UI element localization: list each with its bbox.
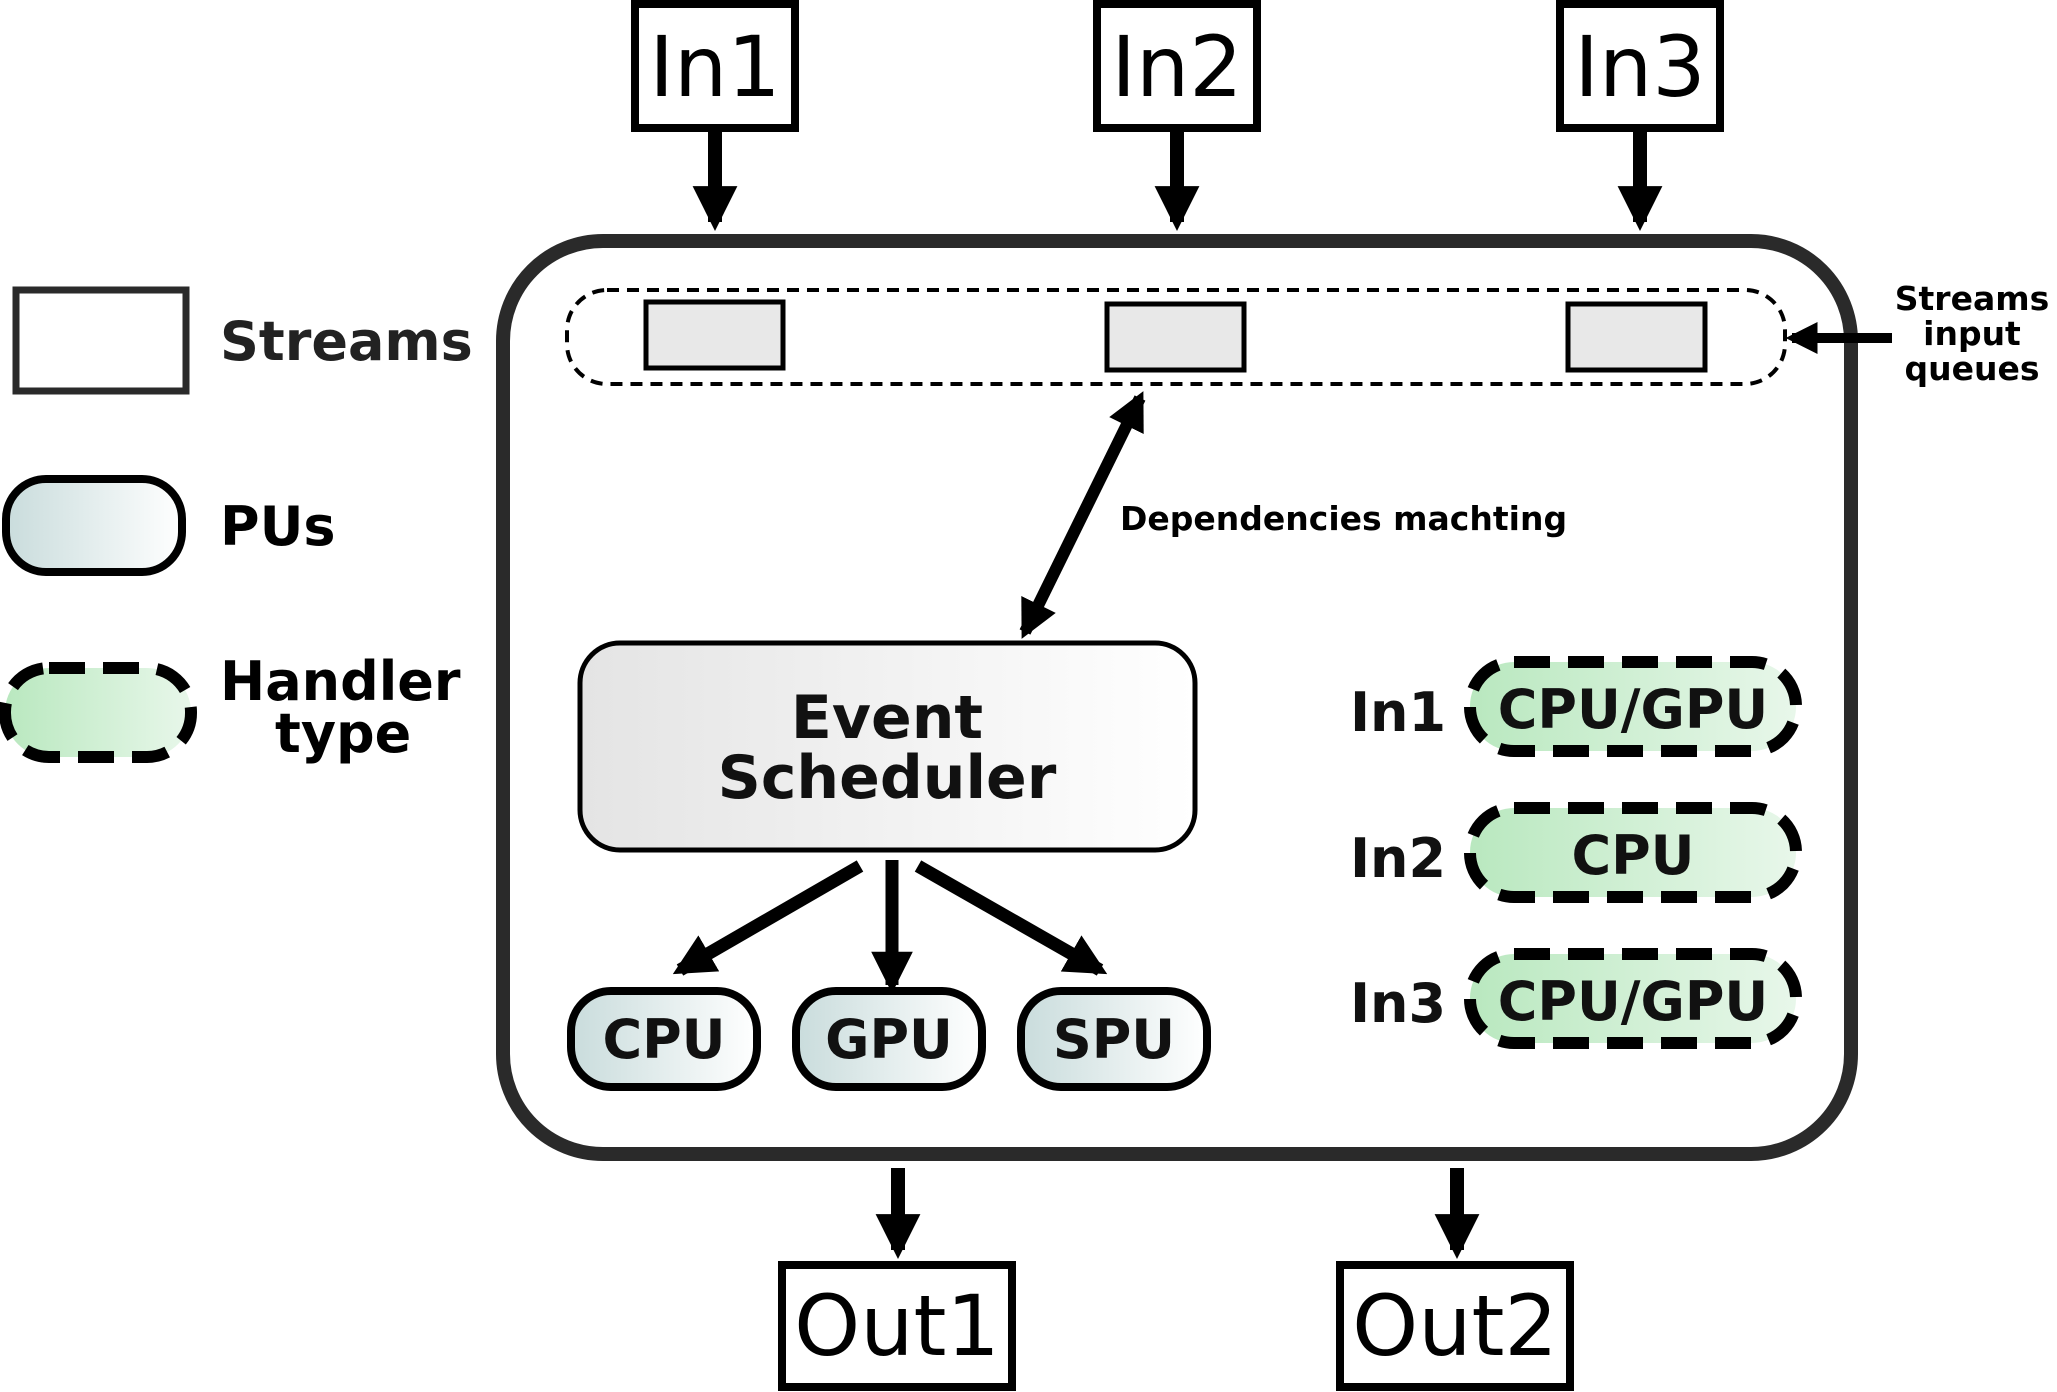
input-box-in3: In3 — [1556, 0, 1724, 132]
scheduler-label-line2: Scheduler — [718, 743, 1057, 813]
queues-label-line2: input — [1923, 314, 2021, 353]
legend: Streams PUs Handler type — [0, 286, 473, 765]
handler-pill-in2 — [1464, 802, 1802, 903]
handler-stream-in2: In2 — [1350, 827, 1446, 890]
input-label-in2: In2 — [1111, 18, 1242, 116]
input-box-in2: In2 — [1093, 0, 1261, 132]
handler-type-in2: CPU — [1571, 824, 1694, 887]
pu-gpu: GPU — [792, 987, 986, 1091]
legend-swatch-streams — [12, 286, 190, 395]
pu-label-gpu: GPU — [825, 1008, 953, 1071]
output-label-out1: Out1 — [794, 1277, 1000, 1375]
output-box-out1: Out1 — [778, 1261, 1016, 1391]
handler-row-in3: In3 CPU/GPU — [1350, 948, 1802, 1049]
legend-label-pus: PUs — [220, 495, 336, 558]
handler-stream-in1: In1 — [1350, 681, 1446, 744]
stream-queues-group — [565, 288, 1787, 386]
handler-stream-in3: In3 — [1350, 972, 1446, 1035]
handler-type-in1: CPU/GPU — [1498, 678, 1769, 741]
arrow-sched-cpu — [672, 860, 864, 976]
dependencies-label: Dependencies machting — [1120, 499, 1567, 538]
pu-label-spu: SPU — [1053, 1008, 1175, 1071]
output-label-out2: Out2 — [1352, 1277, 1558, 1375]
legend-label-handler-line1: Handler — [220, 650, 461, 713]
pu-label-cpu: CPU — [602, 1008, 725, 1071]
handler-pill-in1 — [1464, 656, 1802, 757]
legend-swatch-pus — [2, 475, 186, 576]
pu-cpu: CPU — [567, 987, 761, 1091]
handler-row-in2: In2 CPU — [1350, 802, 1802, 903]
input-label-in3: In3 — [1574, 18, 1705, 116]
legend-label-handler-line2: type — [275, 702, 411, 765]
arrow-dependencies — [1019, 391, 1146, 639]
stream-queue-1 — [643, 299, 786, 371]
stream-queue-2 — [1104, 301, 1247, 373]
output-box-out2: Out2 — [1336, 1261, 1574, 1391]
pu-spu: SPU — [1017, 987, 1211, 1091]
input-label-in1: In1 — [649, 18, 780, 116]
legend-swatch-handler — [0, 662, 197, 763]
input-box-in1: In1 — [631, 0, 799, 132]
stream-queue-3 — [1565, 301, 1708, 373]
handler-pill-in3 — [1464, 948, 1802, 1049]
handler-row-in1: In1 CPU/GPU — [1350, 656, 1802, 757]
legend-label-streams: Streams — [220, 310, 473, 373]
queues-label-line3: queues — [1904, 349, 2039, 388]
handler-type-in3: CPU/GPU — [1498, 970, 1769, 1033]
queues-label-line1: Streams — [1895, 279, 2050, 318]
event-scheduler: Event Scheduler — [577, 640, 1198, 853]
arrow-sched-spu — [914, 860, 1108, 976]
scheduler-label-line1: Event — [791, 683, 983, 753]
